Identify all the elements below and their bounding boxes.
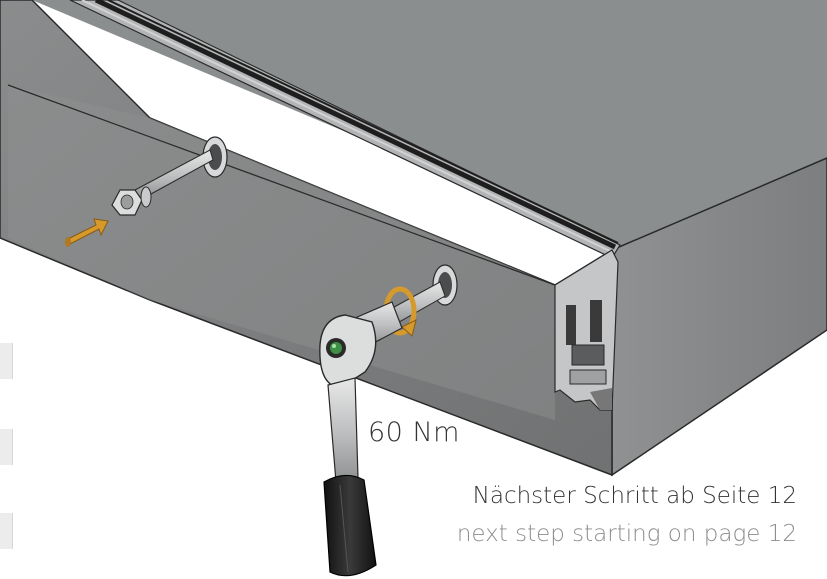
page-tab [0,513,13,549]
upper-bolt-assembly [111,136,228,216]
next-step-german: Nächster Schritt ab Seite 12 [472,483,797,509]
rail-groove [107,0,619,244]
page-edge-tabs [0,343,13,553]
profile-rail-front [8,85,555,420]
profile-edge [7,84,556,286]
profile-rail-top [69,0,621,259]
next-step-english: next step starting on page 12 [456,521,797,547]
ratchet-wrench-icon [319,301,403,577]
torque-label: 60 Nm [368,417,460,448]
profile-cross-section [554,249,619,411]
arrow-icon [65,218,109,247]
page-tab [0,343,13,379]
rail-groove [94,0,617,250]
rail-groove [81,0,613,253]
page-tab [0,429,13,465]
